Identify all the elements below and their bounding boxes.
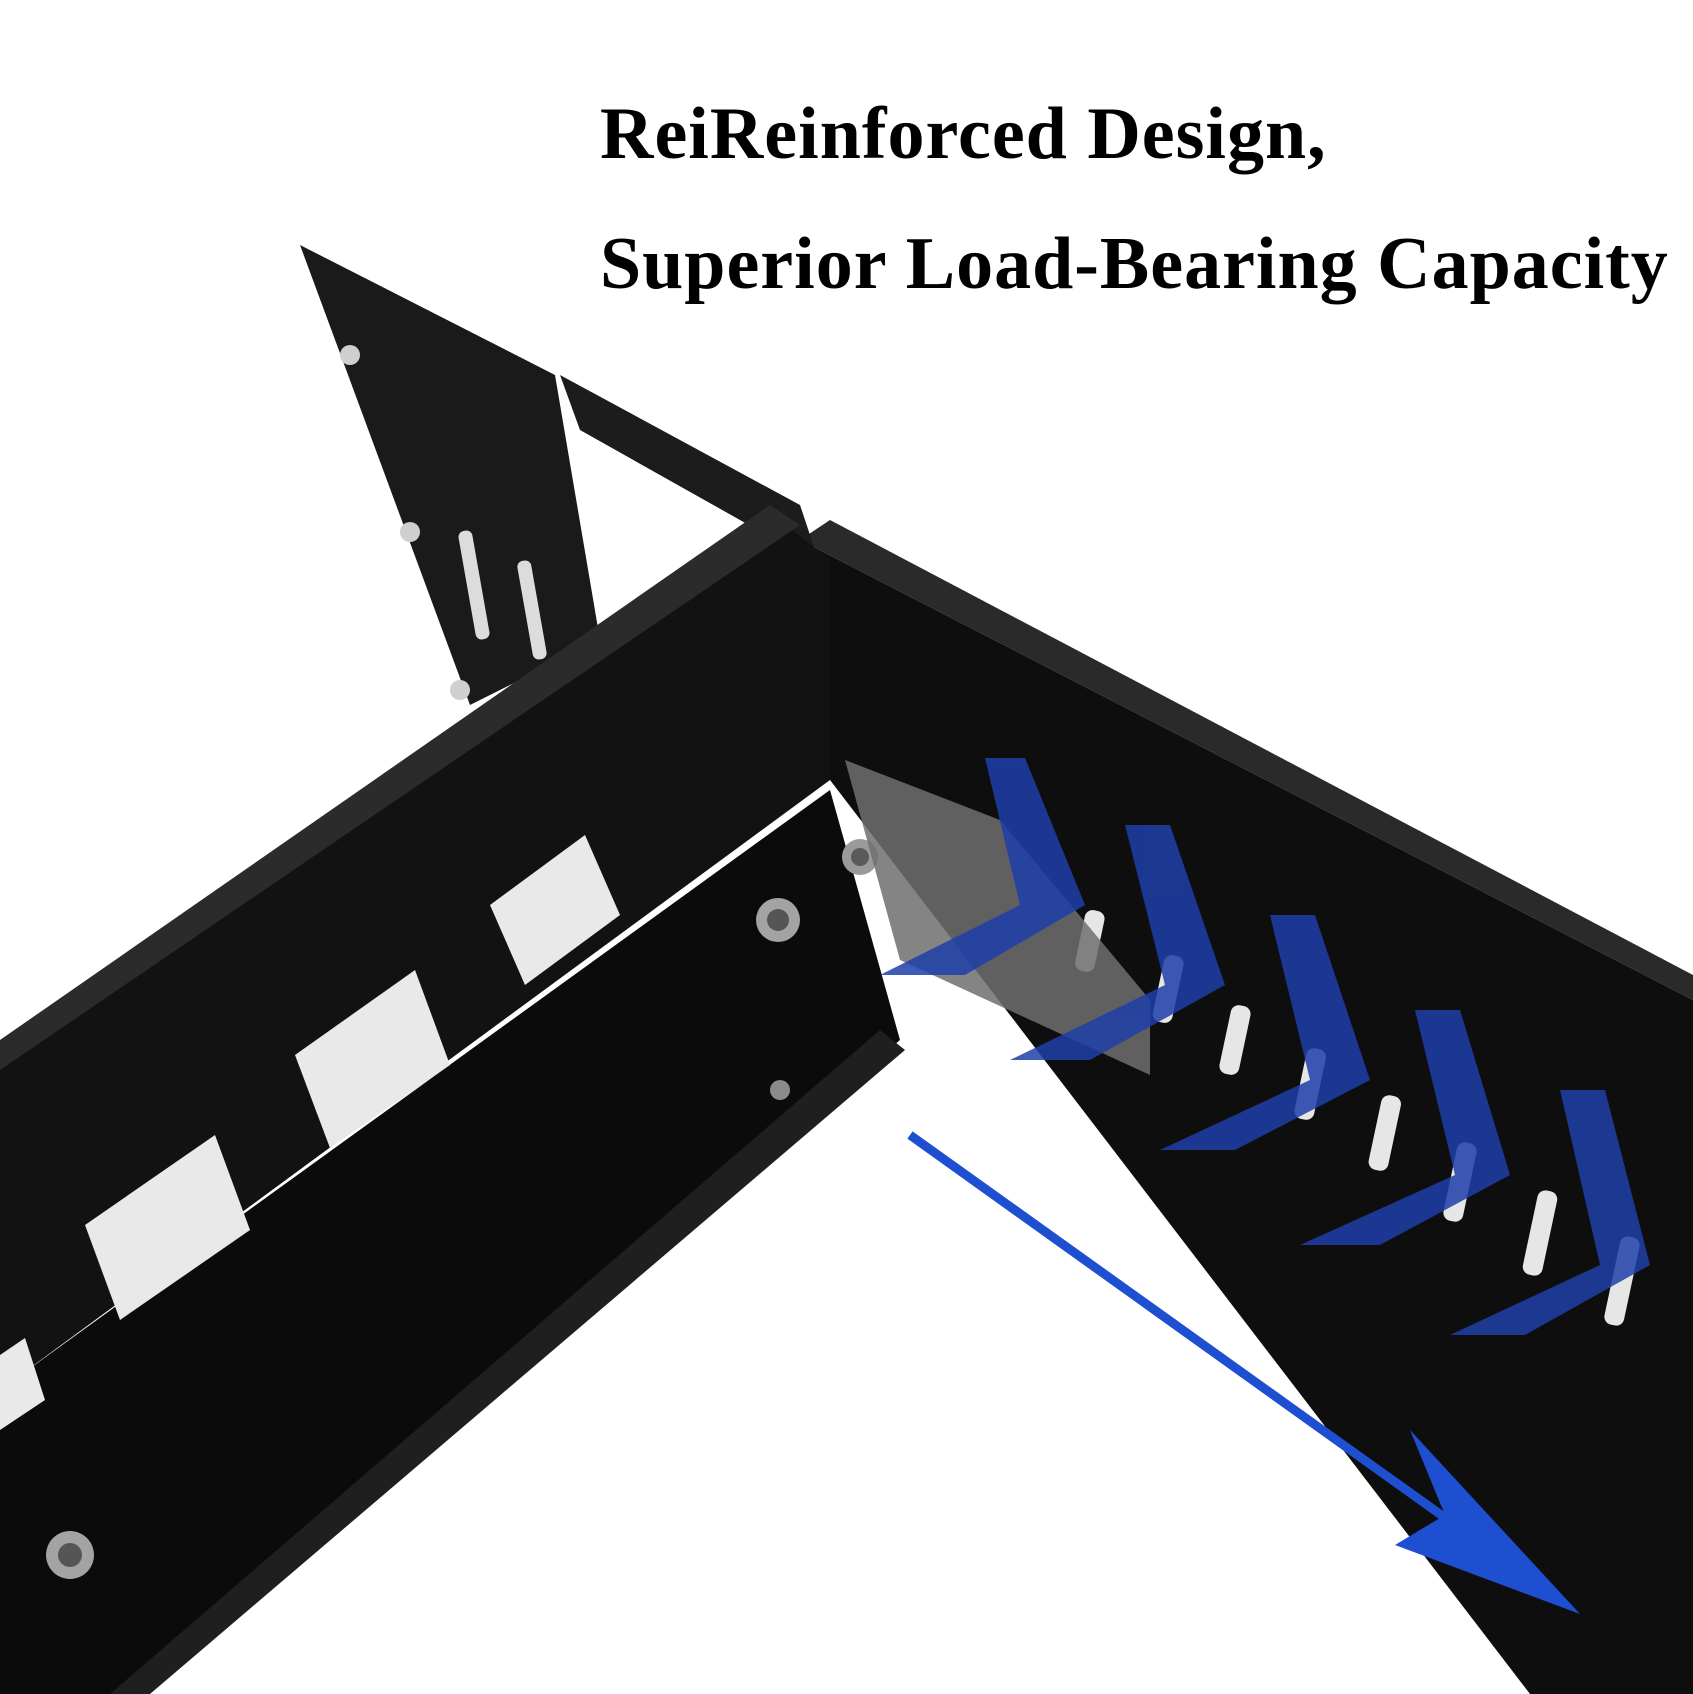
square-holes xyxy=(0,835,620,1430)
plate-hole xyxy=(450,680,470,700)
headline-line-1: ReiReinforced Design, xyxy=(600,93,1327,175)
headline-line-2: Superior Load-Bearing Capacity xyxy=(600,223,1669,305)
rivet xyxy=(770,1080,790,1100)
inner-rail xyxy=(0,790,900,1694)
plate-hole xyxy=(340,345,360,365)
back-plate xyxy=(300,245,600,705)
screw xyxy=(842,839,878,875)
plate-slot xyxy=(517,560,547,660)
screw xyxy=(46,1531,94,1579)
plate-slot xyxy=(458,530,490,640)
front-rail-top xyxy=(0,505,800,1070)
screw xyxy=(756,898,800,942)
inner-rail-edge xyxy=(110,1030,905,1694)
direction-arrow-icon xyxy=(907,1131,1580,1614)
plate-hole xyxy=(400,522,420,542)
right-rail-top-edge xyxy=(800,520,1693,1000)
chevron-arrows xyxy=(880,758,1650,1335)
